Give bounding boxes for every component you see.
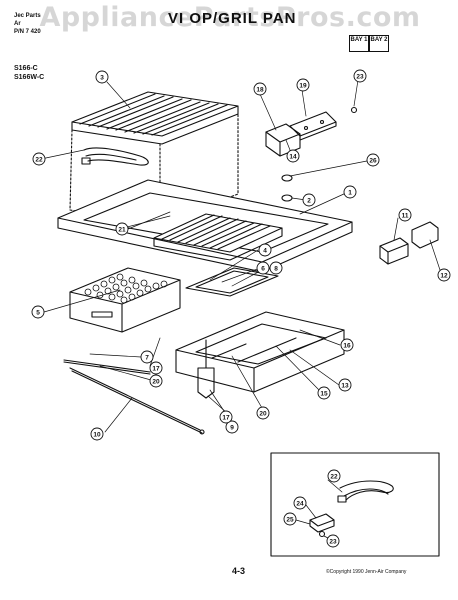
callout-23: 23: [356, 74, 364, 81]
callout-9: 9: [230, 425, 234, 432]
callout-2: 2: [307, 198, 311, 205]
callout-12: 12: [440, 273, 448, 280]
control-switch: [265, 123, 301, 157]
terminal-block: [411, 221, 439, 249]
drain-tube: [63, 359, 205, 435]
callout-numbers: 3 22 18 19 23 14 26 1 2 21 11 12 4 6 8 5…: [35, 74, 448, 546]
inset-heating-element: [337, 480, 394, 503]
callout-17-upper: 17: [152, 366, 160, 373]
callout-19: 18: [256, 87, 264, 94]
callout-16: 16: [343, 343, 351, 350]
callout-13: 13: [341, 383, 349, 390]
grill-grate-in-frame: [153, 213, 283, 261]
inset-callout-24: 23: [329, 539, 337, 546]
page-number: 4-3: [232, 566, 246, 576]
callout-26: 26: [369, 158, 377, 165]
copyright-notice: ©Copyright 1990 Jenn-Air Company: [326, 569, 407, 575]
model-number-2: S166W-C: [14, 74, 45, 81]
callout-3: 3: [100, 75, 104, 82]
inset-callout-22: 22: [330, 474, 338, 481]
inset-bracket: [309, 513, 335, 533]
bracket: [289, 111, 337, 141]
rock-tray: [69, 267, 181, 333]
callout-14: 14: [289, 154, 297, 161]
bay-1-box: BAY 1: [349, 35, 369, 52]
callout-20: 19: [299, 83, 307, 90]
callout-15: 15: [320, 391, 328, 398]
inset-screw: [318, 530, 326, 538]
callout-6: 6: [261, 266, 265, 273]
callout-17-lower: 17: [222, 415, 230, 422]
callout-18-left: 20: [152, 379, 160, 386]
callout-7: 7: [145, 355, 149, 362]
doc-info-line-3: P/N 7 420: [14, 29, 41, 35]
knob-and-screw: [281, 106, 358, 202]
inset-box: [270, 452, 440, 557]
model-number-1: S166-C: [14, 65, 38, 72]
drain-valve: [197, 339, 215, 399]
page-title: VI OP/GRIL PAN: [168, 10, 297, 27]
grill-grate: [71, 91, 239, 145]
callout-1: 1: [348, 190, 352, 197]
callout-18: 20: [259, 411, 267, 418]
callout-10: 10: [93, 432, 101, 439]
callout-21: 21: [118, 227, 126, 234]
callout-4: 4: [263, 248, 267, 255]
callout-circles: [31, 69, 451, 548]
callout-11: 11: [402, 213, 409, 220]
callout-22: 22: [35, 157, 43, 164]
callout-8: 8: [274, 266, 278, 273]
bay-2-box: BAY 2: [369, 35, 389, 52]
heating-element: [81, 147, 149, 166]
inset-callout-25: 25: [286, 517, 294, 524]
doc-info-line-2: Ar: [14, 21, 21, 27]
callout-5: 5: [36, 310, 40, 317]
inset-callout-23: 24: [296, 501, 304, 508]
receptacle: [379, 237, 409, 265]
drip-pan: [175, 311, 345, 393]
doc-info-line-1: Jec Parts: [14, 13, 41, 19]
lava-rocks: [84, 273, 168, 304]
